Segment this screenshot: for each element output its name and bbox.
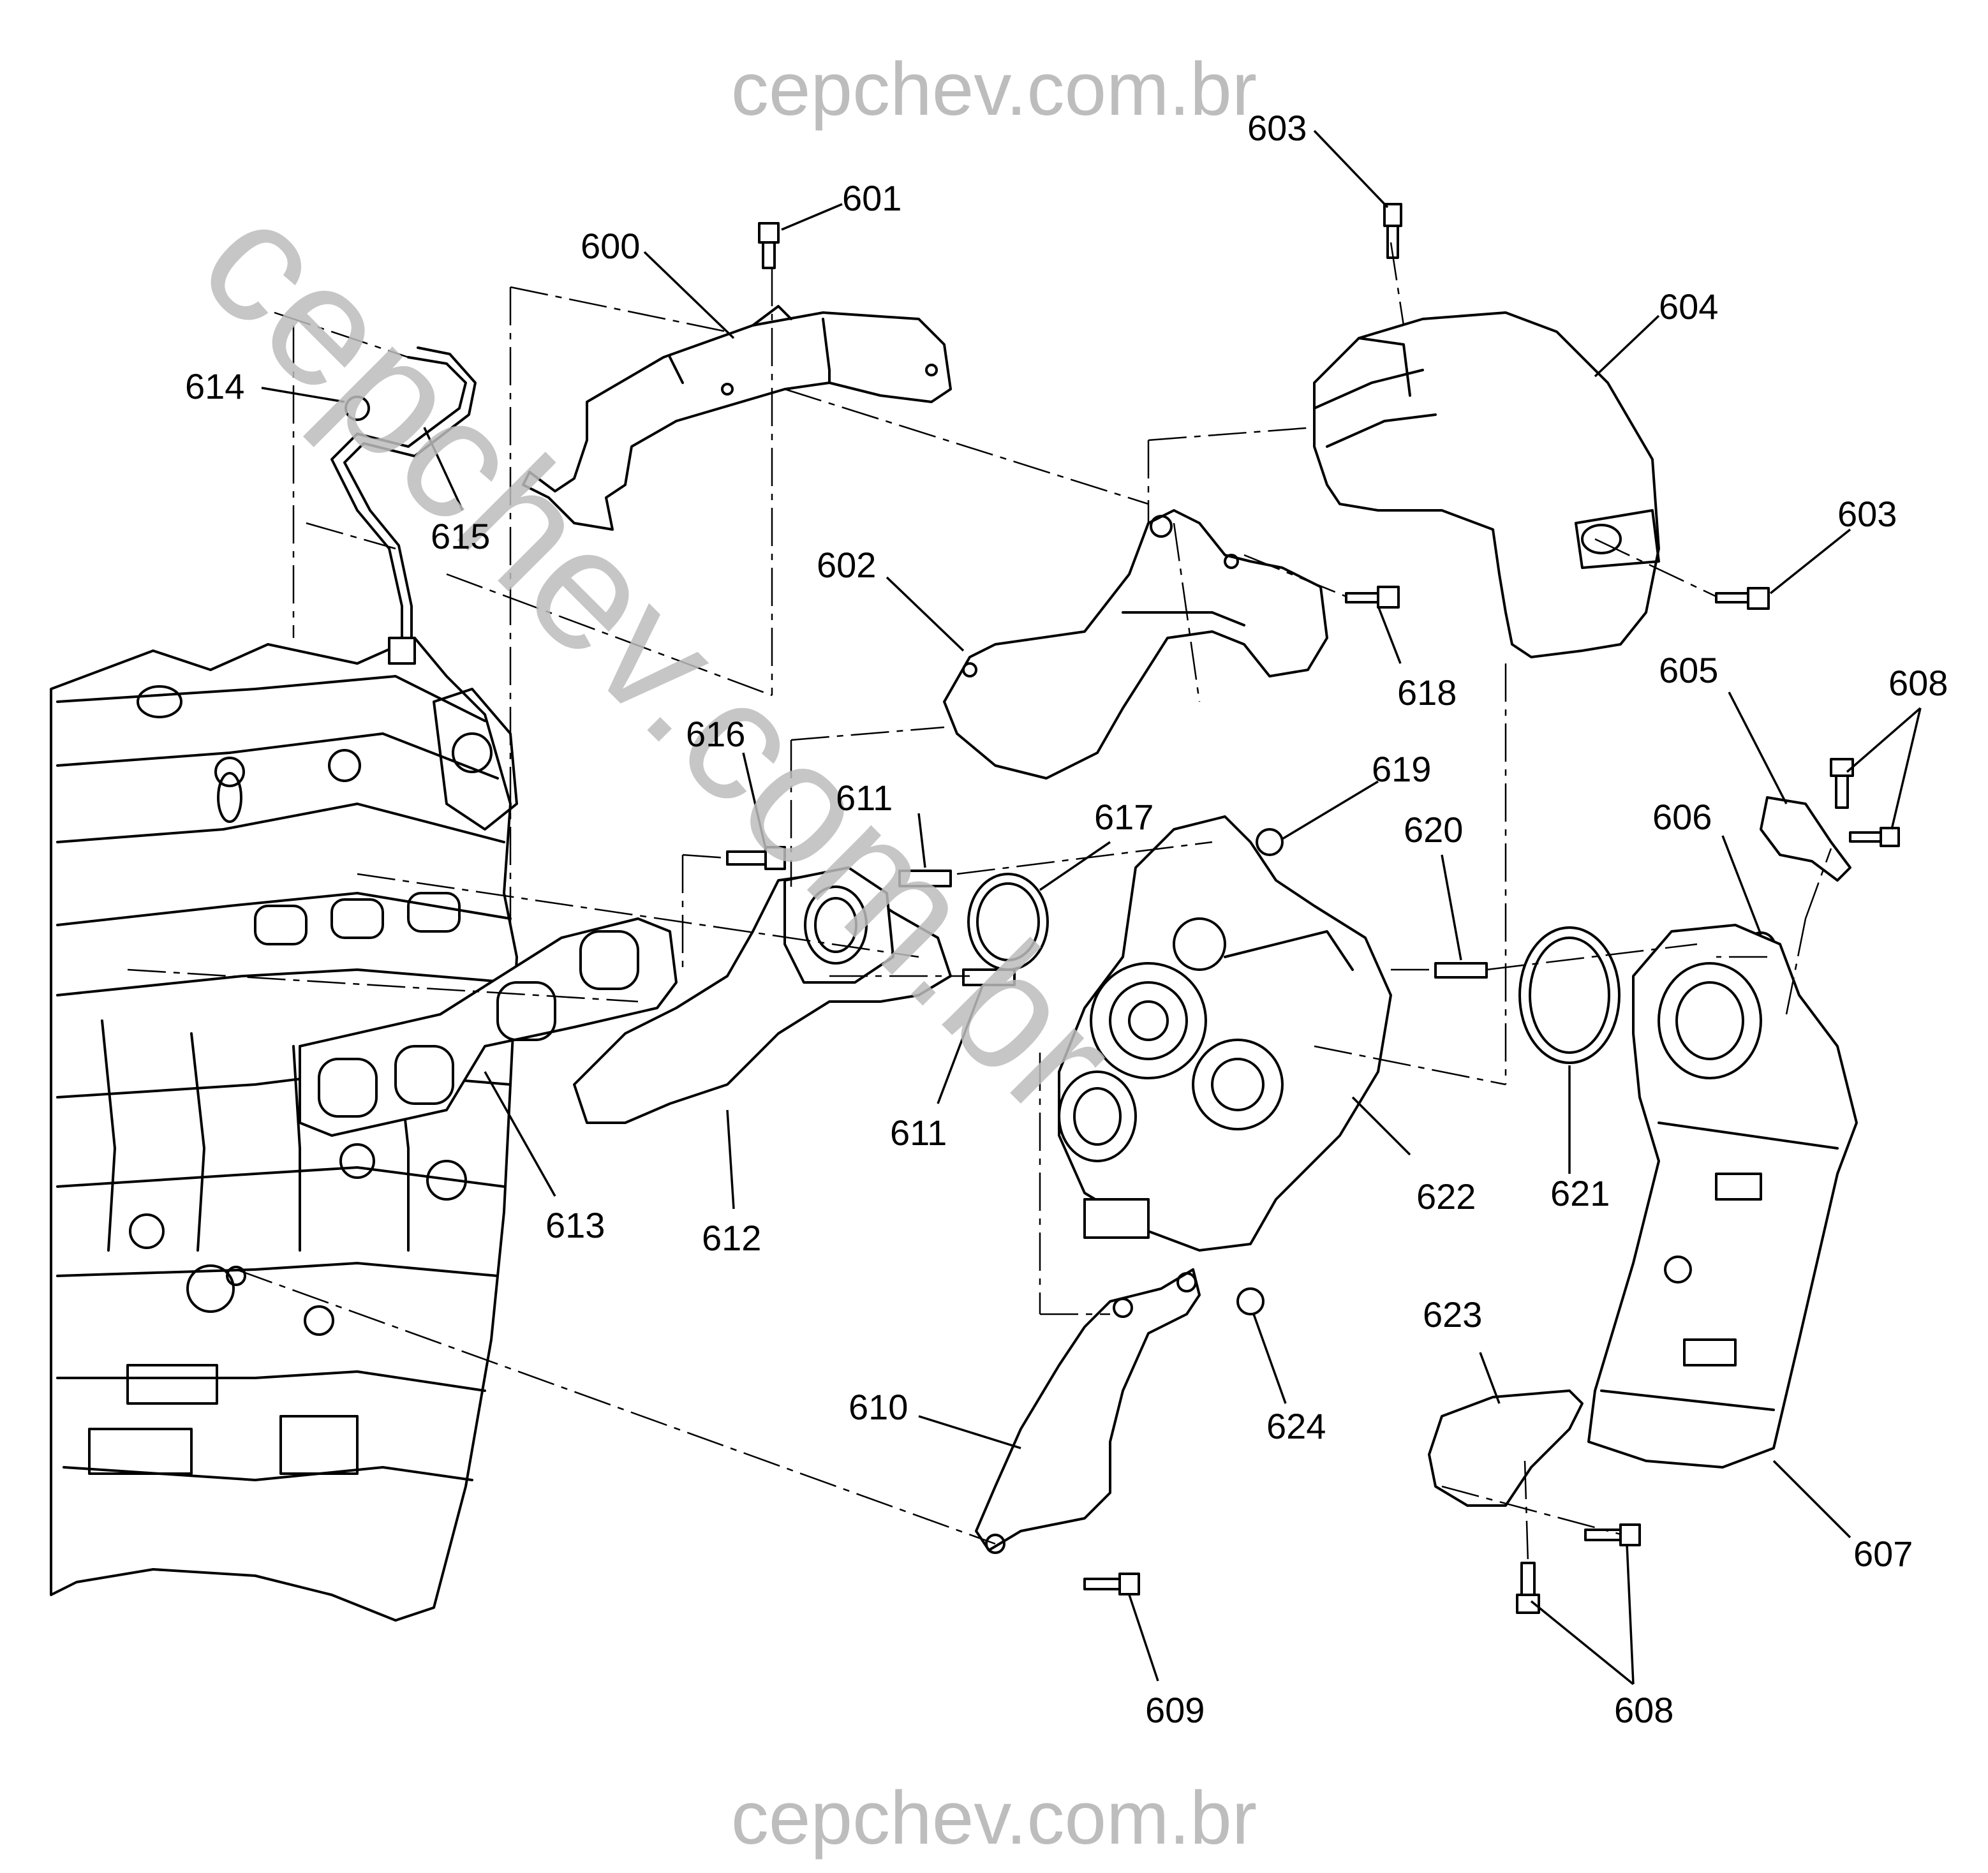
callout-624: 624	[1266, 1406, 1326, 1446]
bolt-608-upper-a	[1830, 758, 1854, 809]
callout-609: 609	[1145, 1690, 1205, 1730]
bolt-609	[1083, 1573, 1140, 1595]
bolt-601	[758, 222, 780, 269]
turbocharger	[1058, 815, 1392, 1252]
alignment-lines	[127, 242, 1832, 1564]
watermark-bottom: cepchev.com.br	[731, 1776, 1257, 1860]
callout-608-lower: 608	[1614, 1690, 1673, 1730]
turbo-support-bracket	[975, 1268, 1201, 1551]
stud-611-upper	[898, 870, 952, 887]
pipe-615	[330, 356, 467, 639]
callout-619: 619	[1372, 749, 1431, 789]
callout-613: 613	[545, 1205, 605, 1245]
bolt-608-upper-b	[1849, 827, 1900, 847]
callout-604: 604	[1659, 286, 1718, 327]
gasket-617	[967, 873, 1049, 971]
callout-614: 614	[185, 366, 244, 406]
bolt-608-lower-a	[1516, 1562, 1540, 1614]
callout-603: 603	[1837, 494, 1897, 534]
clip-614	[345, 396, 370, 421]
heat-shield-bracket	[522, 311, 952, 531]
callout-623: 623	[1423, 1294, 1482, 1335]
callout-612: 612	[702, 1218, 761, 1258]
callout-617: 617	[1094, 797, 1153, 837]
engine-block	[50, 637, 518, 1622]
callout-610: 610	[849, 1387, 908, 1427]
callout-618: 618	[1397, 672, 1457, 713]
callout-611-upper: 611	[836, 778, 893, 818]
callout-606: 606	[1652, 797, 1712, 837]
callout-622: 622	[1416, 1176, 1476, 1217]
nut-624	[1236, 1287, 1265, 1315]
gasket-621	[1518, 926, 1621, 1064]
stud-611-lower	[962, 968, 1016, 986]
callout-611-lower: 611	[890, 1113, 947, 1153]
nut-619	[1256, 828, 1284, 856]
callout-608-upper: 608	[1888, 663, 1948, 703]
callout-615: 615	[431, 516, 490, 556]
bolt-618	[1345, 586, 1400, 609]
callout-621: 621	[1550, 1173, 1610, 1213]
bracket-623	[1428, 1389, 1584, 1507]
callout-601: 601	[842, 178, 901, 218]
callout-labels: 600 601 602 603 603 604 605 606 607 608 …	[185, 108, 1948, 1730]
lower-heat-shield	[943, 509, 1328, 780]
bolt-603-right	[1715, 587, 1770, 610]
stud-620	[1434, 962, 1488, 979]
leader-lines	[261, 130, 1922, 1685]
exhaust-manifold-gasket	[299, 917, 678, 1137]
callout-620: 620	[1404, 810, 1463, 850]
callout-603-top: 603	[1247, 108, 1307, 148]
upper-heat-shield	[1313, 311, 1660, 658]
bolt-603-top	[1383, 203, 1402, 259]
bracket-605	[1760, 796, 1851, 882]
callout-605: 605	[1659, 650, 1718, 690]
watermark-top: cepchev.com.br	[731, 47, 1257, 131]
callout-600: 600	[581, 226, 640, 266]
callout-602: 602	[817, 545, 876, 585]
catalytic-converter	[1587, 924, 1858, 1469]
callout-616: 616	[686, 714, 745, 754]
callout-607: 607	[1853, 1534, 1913, 1574]
